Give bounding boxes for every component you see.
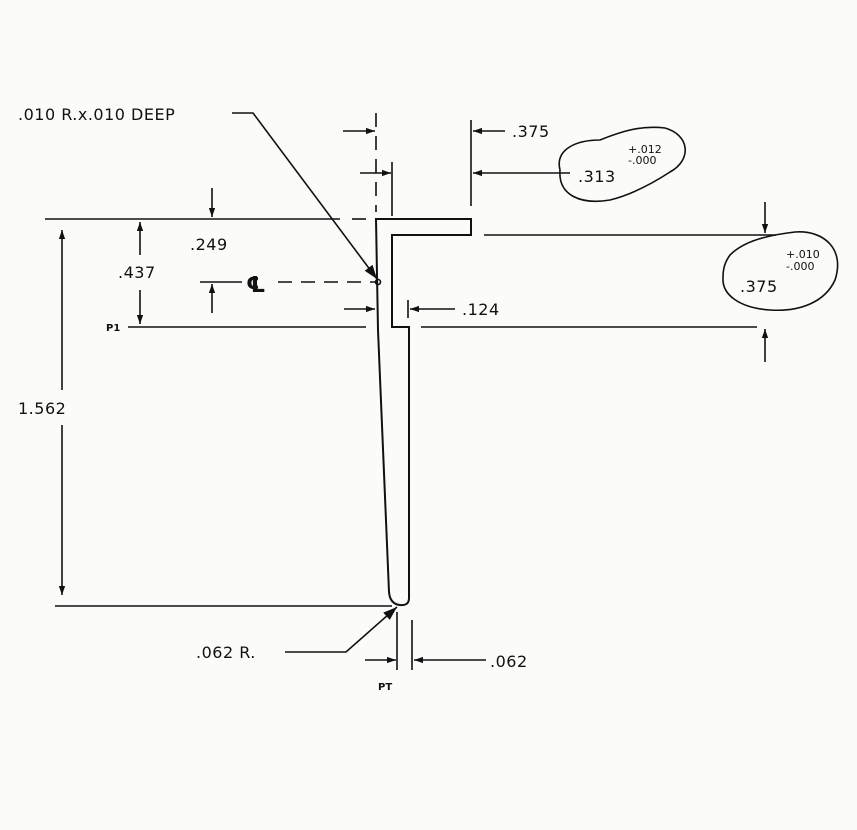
groove-leader <box>232 112 378 280</box>
dim-flange-tol-minus: -.000 <box>786 260 814 273</box>
slot-tolerance-balloon <box>558 126 686 202</box>
centerline-symbol: ℄ <box>246 273 266 298</box>
dim-slot-tol-plus: +.012 <box>628 143 662 156</box>
dim-p1-height: .437 <box>118 263 156 282</box>
groove-mark <box>374 278 382 286</box>
dim-centerline: .249 <box>190 235 228 254</box>
dim-flange-tol-plus: +.010 <box>786 248 820 261</box>
dim-overall-height: 1.562 <box>18 399 66 418</box>
dim-tip-width: .062 <box>490 652 528 671</box>
dim-web: .124 <box>462 300 500 319</box>
flange-tolerance-balloon <box>722 231 839 312</box>
dim-slot: .313 <box>578 167 616 186</box>
note-groove: .010 R.x.010 DEEP <box>18 105 175 124</box>
dim-slot-tol-minus: -.000 <box>628 154 656 167</box>
tip-radius-leader <box>285 606 398 653</box>
dim-top-width: .375 <box>512 122 550 141</box>
dim-tip-radius: .062 R. <box>196 643 256 662</box>
part-profile <box>374 218 472 607</box>
label-p1: P1 <box>106 323 120 334</box>
label-pt: PT <box>378 682 392 693</box>
dim-flange-thickness: .375 <box>740 277 778 296</box>
